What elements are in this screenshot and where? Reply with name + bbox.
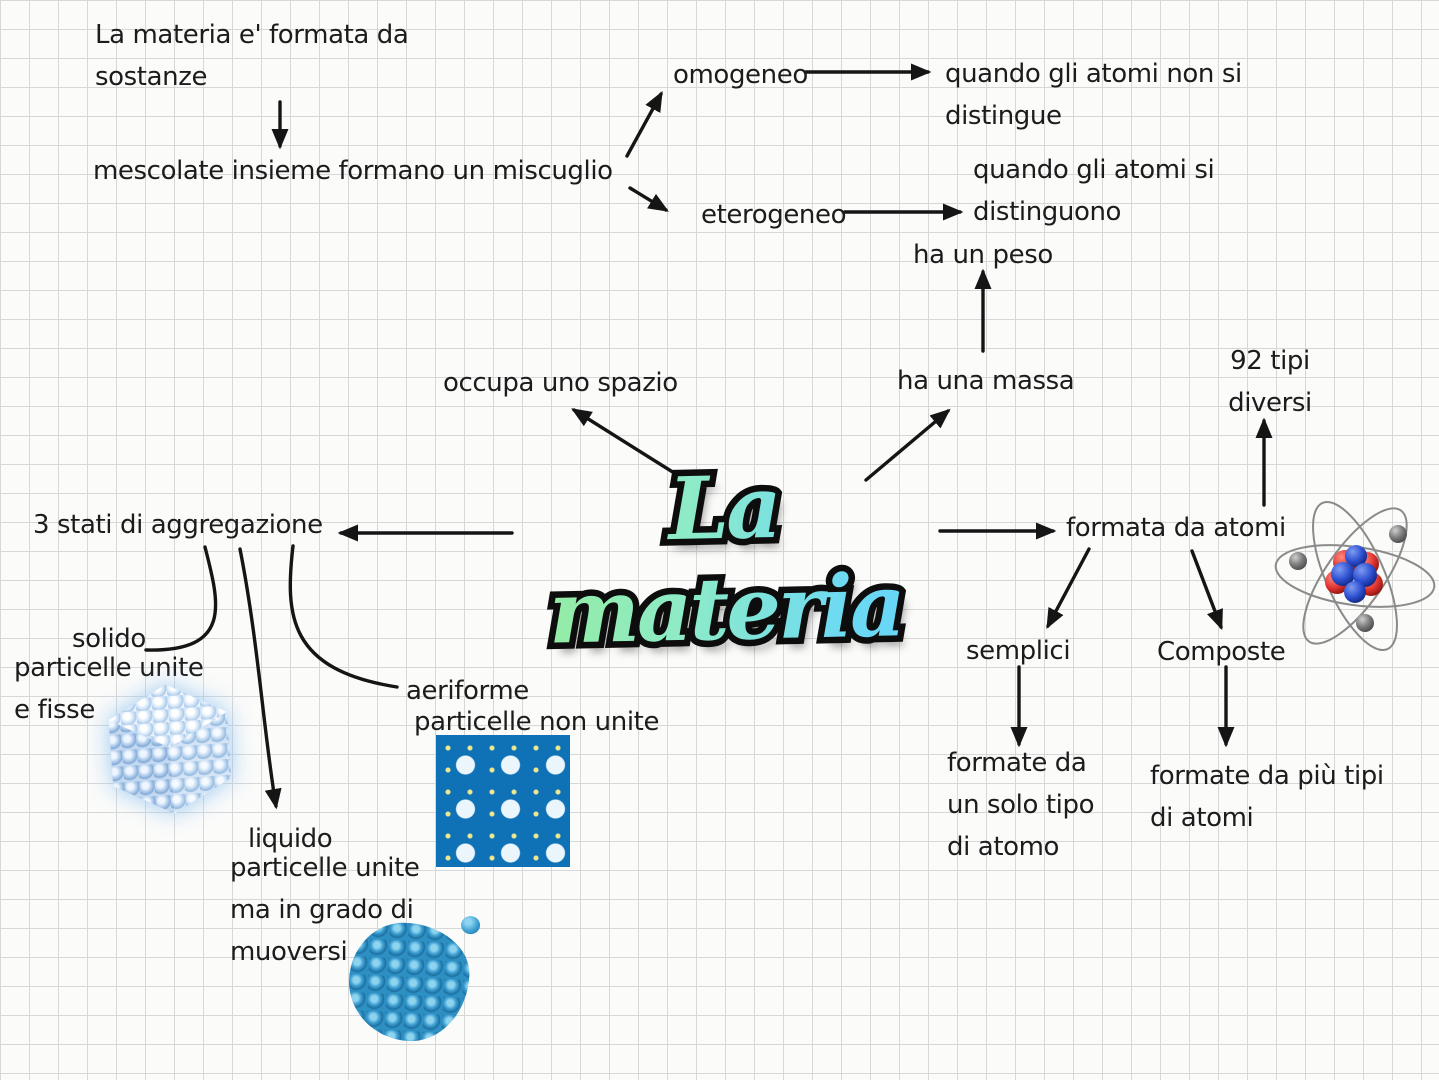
node-ha-una-massa: ha una massa	[897, 366, 1075, 396]
node-eterogeneo: eterogeneo	[701, 200, 847, 230]
node-92-tipi: 92 tipi diversi	[1228, 346, 1312, 418]
atom-nucleus	[1325, 545, 1383, 603]
node-composte: Composte	[1157, 637, 1286, 667]
node-aeriforme-desc: particelle non unite	[414, 707, 660, 737]
node-formate-piu-tipi: formate da più tipi di atomi	[1150, 761, 1384, 833]
node-ha-un-peso: ha un peso	[913, 240, 1053, 270]
solid-particles-image	[103, 679, 238, 819]
node-3-stati: 3 stati di aggregazione	[33, 510, 323, 540]
node-occupa-spazio: occupa uno spazio	[443, 368, 678, 398]
node-omogeneo: omogeneo	[673, 60, 808, 90]
central-topic-text: La materia	[499, 453, 951, 664]
node-atomi-si-distinguono: quando gli atomi si distinguono	[973, 155, 1215, 227]
node-formata-da-atomi: formata da atomi	[1066, 513, 1286, 543]
node-miscuglio: mescolate insieme formano un miscuglio	[93, 156, 613, 186]
node-liquido-desc: particelle unite ma in grado di muoversi	[230, 853, 420, 967]
node-solido: solido	[72, 624, 146, 654]
node-sostanze: La materia e' formata da sostanze	[95, 20, 409, 92]
node-semplici: semplici	[966, 636, 1071, 666]
node-aeriforme: aeriforme	[406, 676, 529, 706]
central-topic: La materia La materia	[499, 450, 950, 670]
atom-electrons	[1289, 525, 1407, 632]
atom-icon	[1274, 500, 1436, 652]
gas-particles-image	[436, 735, 570, 867]
node-atomi-non-si-distingue: quando gli atomi non si distingue	[945, 59, 1242, 131]
node-liquido: liquido	[248, 824, 333, 854]
node-solido-desc: particelle unite e fisse	[14, 653, 204, 725]
node-formate-un-solo-tipo: formate da un solo tipo di atomo	[947, 748, 1095, 862]
